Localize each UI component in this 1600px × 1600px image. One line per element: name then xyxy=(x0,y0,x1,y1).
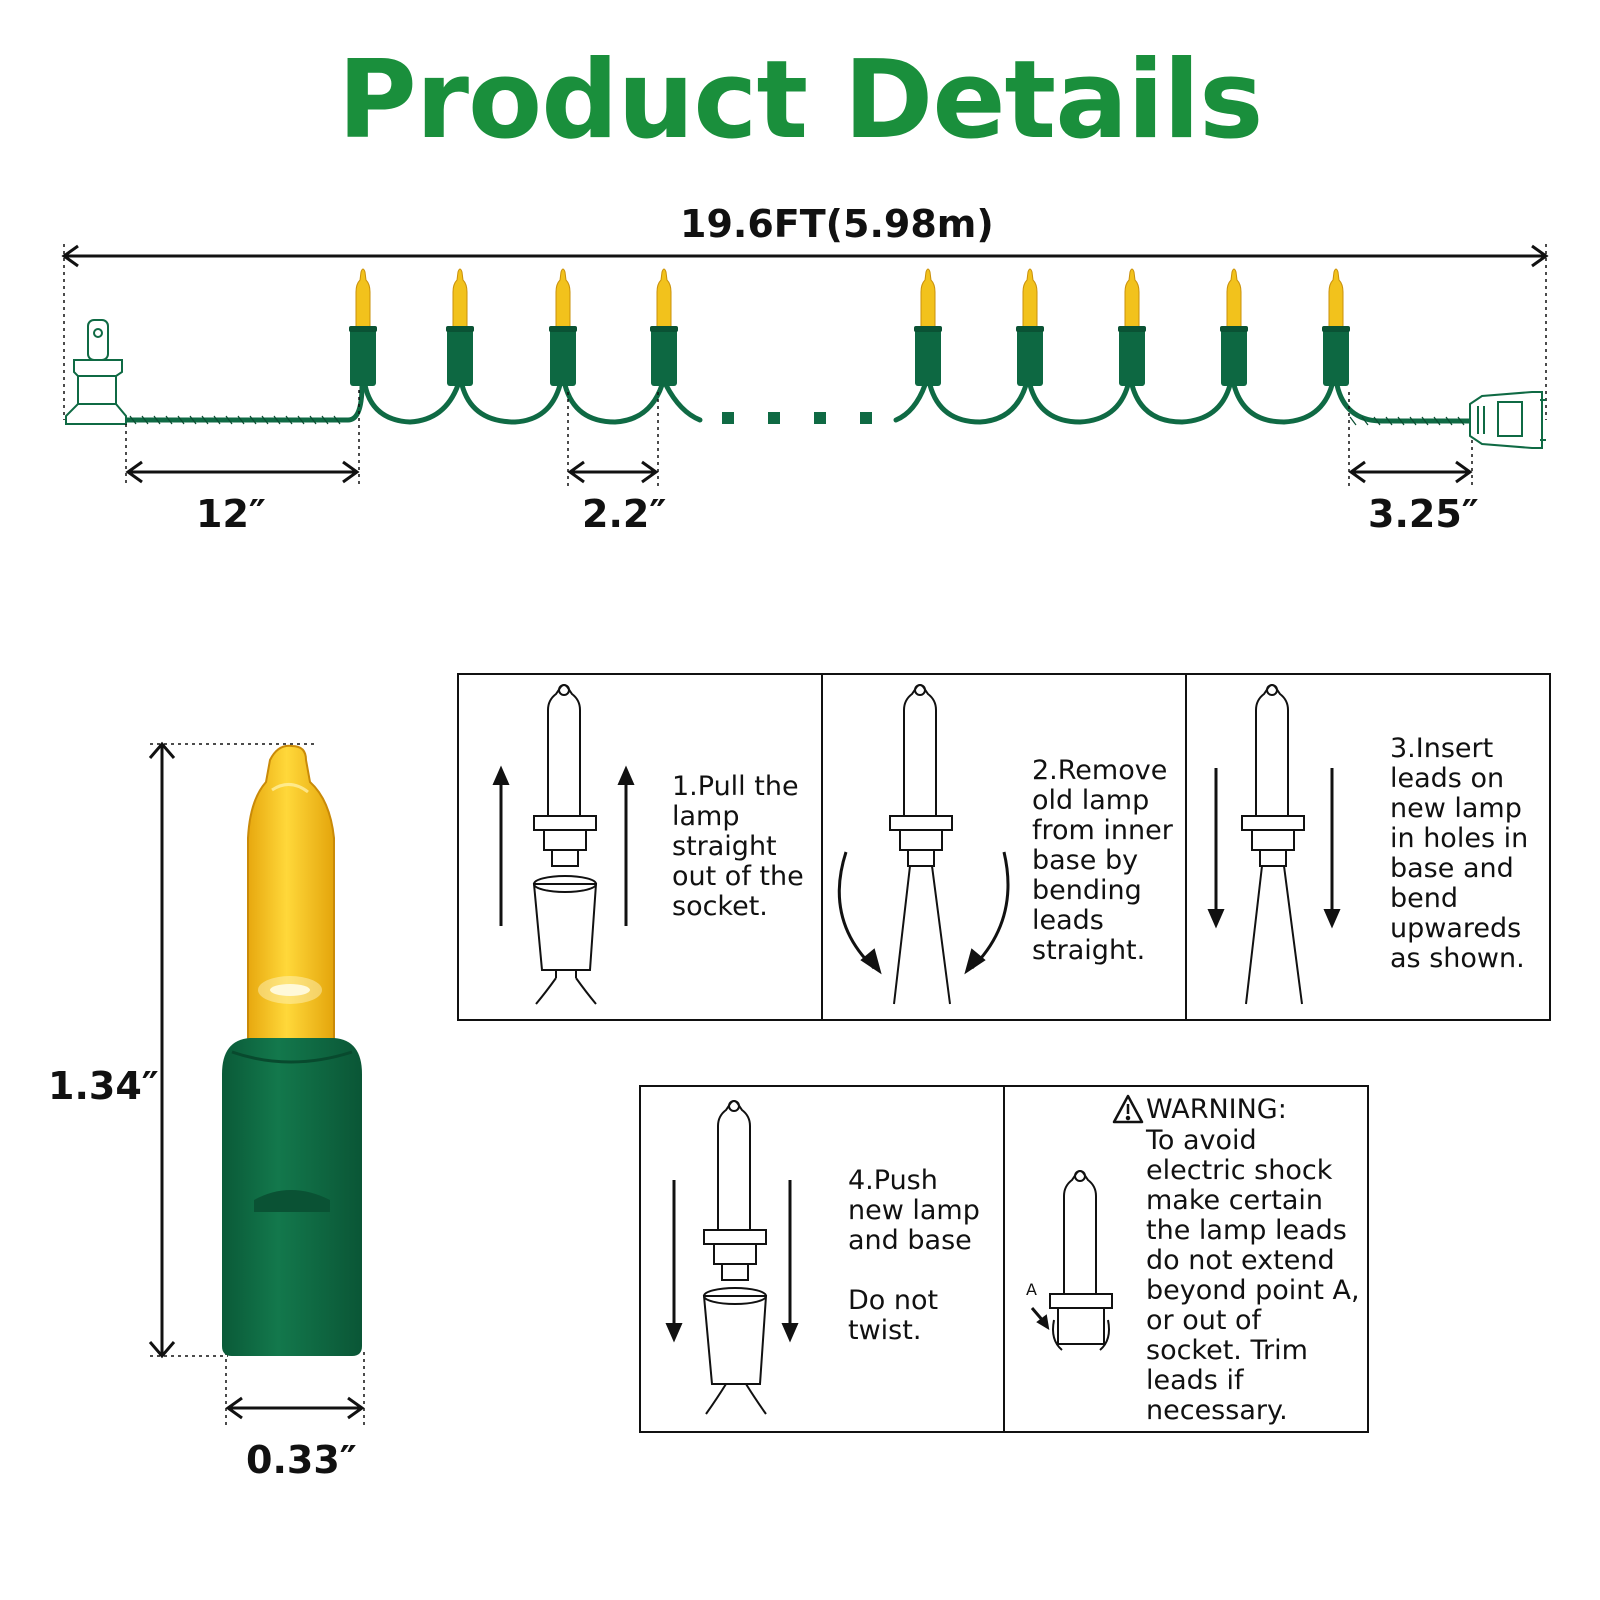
bulb-width-label: 0.33″ xyxy=(246,1438,357,1482)
string-bulb xyxy=(349,268,377,386)
string-bulb xyxy=(914,268,942,386)
string-bulbs xyxy=(349,268,1350,386)
end-lead-label: 3.25″ xyxy=(1368,492,1479,536)
insert-leads-icon xyxy=(1207,684,1341,1005)
total-length-label: 19.6FT(5.98m) xyxy=(680,202,994,246)
step-1-text: 1.Pull the lamp straight out of the sock… xyxy=(672,771,804,922)
string-bulb xyxy=(650,268,678,386)
bulb-spacing-dimension xyxy=(567,392,659,486)
light-string-wire xyxy=(123,382,1481,425)
string-bulb xyxy=(1118,268,1146,386)
lead-in-dimension xyxy=(125,390,360,486)
instruction-panels-row1 xyxy=(457,673,1551,1021)
page-title: Product Details xyxy=(337,38,1264,163)
string-bulb xyxy=(1322,268,1350,386)
warning-triangle-icon xyxy=(1112,1094,1144,1124)
push-lamp-icon xyxy=(665,1100,799,1415)
end-lead-dimension xyxy=(1348,392,1473,486)
string-bulb xyxy=(1016,268,1044,386)
bulb-spacing-label: 2.2″ xyxy=(582,492,667,536)
pull-lamp-icon xyxy=(492,684,635,1005)
remove-lamp-icon xyxy=(837,684,1010,1005)
warning-lamp-icon xyxy=(1030,1170,1113,1351)
point-a-label: A xyxy=(1026,1280,1037,1299)
female-plug-icon xyxy=(1469,391,1546,449)
instruction-panels-row2 xyxy=(639,1085,1369,1433)
warning-text: To avoid electric shock make certain the… xyxy=(1146,1125,1360,1426)
continuation-dots xyxy=(722,412,872,424)
wire-twist-texture xyxy=(129,415,1477,426)
bulb-height-label: 1.34″ xyxy=(48,1064,159,1108)
step-3-text: 3.Insert leads on new lamp in holes in b… xyxy=(1390,733,1529,974)
bulb-width-dimension xyxy=(225,1352,365,1428)
string-bulb xyxy=(1220,268,1248,386)
bulb-height-dimension xyxy=(148,741,316,1359)
string-bulb xyxy=(446,268,474,386)
step-4-text: 4.Push new lamp and base Do not twist. xyxy=(848,1165,980,1346)
lead-in-label: 12″ xyxy=(196,492,266,536)
total-length-dimension xyxy=(61,244,1549,420)
string-bulb xyxy=(549,268,577,386)
step-2-text: 2.Remove old lamp from inner base by ben… xyxy=(1032,755,1173,966)
warning-heading: WARNING: xyxy=(1146,1094,1287,1125)
male-plug-icon xyxy=(65,319,127,425)
large-bulb-illustration xyxy=(222,744,362,1356)
